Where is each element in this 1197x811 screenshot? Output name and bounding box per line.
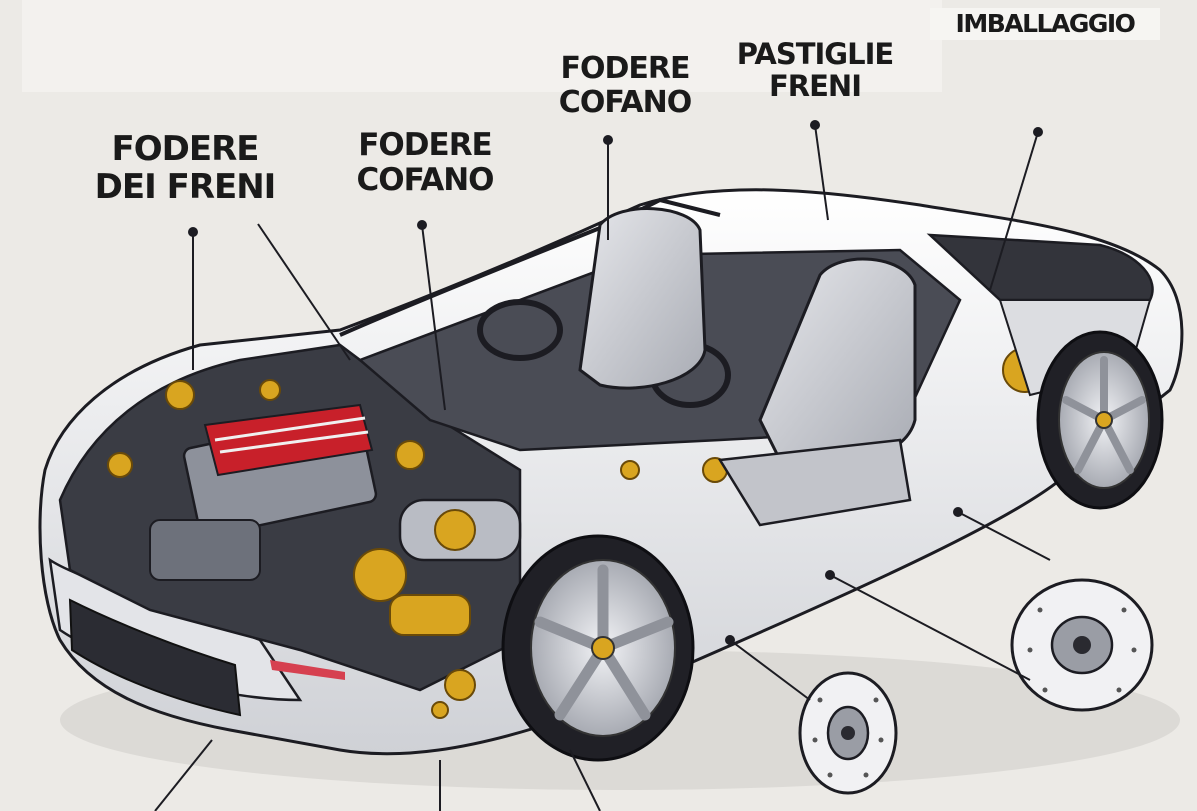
label-fodere-dei-freni-line1: FODERE bbox=[111, 129, 260, 169]
front-wheel bbox=[501, 534, 695, 762]
label-pastiglie-freni-line2: FRENI bbox=[768, 69, 862, 104]
front-light-strip bbox=[270, 660, 345, 680]
label-fodere-cofano-top: FODERE COFANO bbox=[530, 52, 720, 119]
label-fodere-cofano-left-line2: COFANO bbox=[356, 161, 494, 198]
intake-manifold bbox=[149, 519, 261, 581]
label-pastiglie-freni: PASTIGLIE FRENI bbox=[715, 38, 915, 103]
steering-wheel-icon bbox=[477, 299, 563, 361]
leader-lines bbox=[154, 120, 1051, 811]
rear-wheel bbox=[1036, 330, 1164, 510]
label-fodere-dei-freni-line2: DEI FRENI bbox=[94, 167, 277, 208]
top-background-band bbox=[22, 0, 942, 92]
seat-right-cushion bbox=[717, 438, 912, 527]
front-grille bbox=[68, 598, 242, 717]
label-fodere-cofano-left-line1: FODERE bbox=[358, 127, 493, 163]
brake-disc-small-icon bbox=[798, 671, 898, 795]
label-imballaggio: IMBALLAGGIO bbox=[930, 8, 1160, 40]
engine-cover-stripes bbox=[214, 416, 369, 454]
label-fodere-cofano-top-line1: FODERE bbox=[560, 51, 691, 86]
label-imballaggio-text: IMBALLAGGIO bbox=[955, 9, 1136, 38]
label-fodere-dei-freni: FODERE DEI FRENI bbox=[60, 130, 310, 206]
label-pastiglie-freni-line1: PASTIGLIE bbox=[736, 37, 894, 71]
gold-components bbox=[107, 347, 1048, 719]
label-fodere-cofano-top-line2: COFANO bbox=[558, 84, 692, 120]
seat-left bbox=[578, 207, 707, 390]
label-fodere-cofano-left: FODERE COFANO bbox=[330, 128, 520, 197]
brake-disc-large-icon bbox=[1010, 578, 1154, 712]
